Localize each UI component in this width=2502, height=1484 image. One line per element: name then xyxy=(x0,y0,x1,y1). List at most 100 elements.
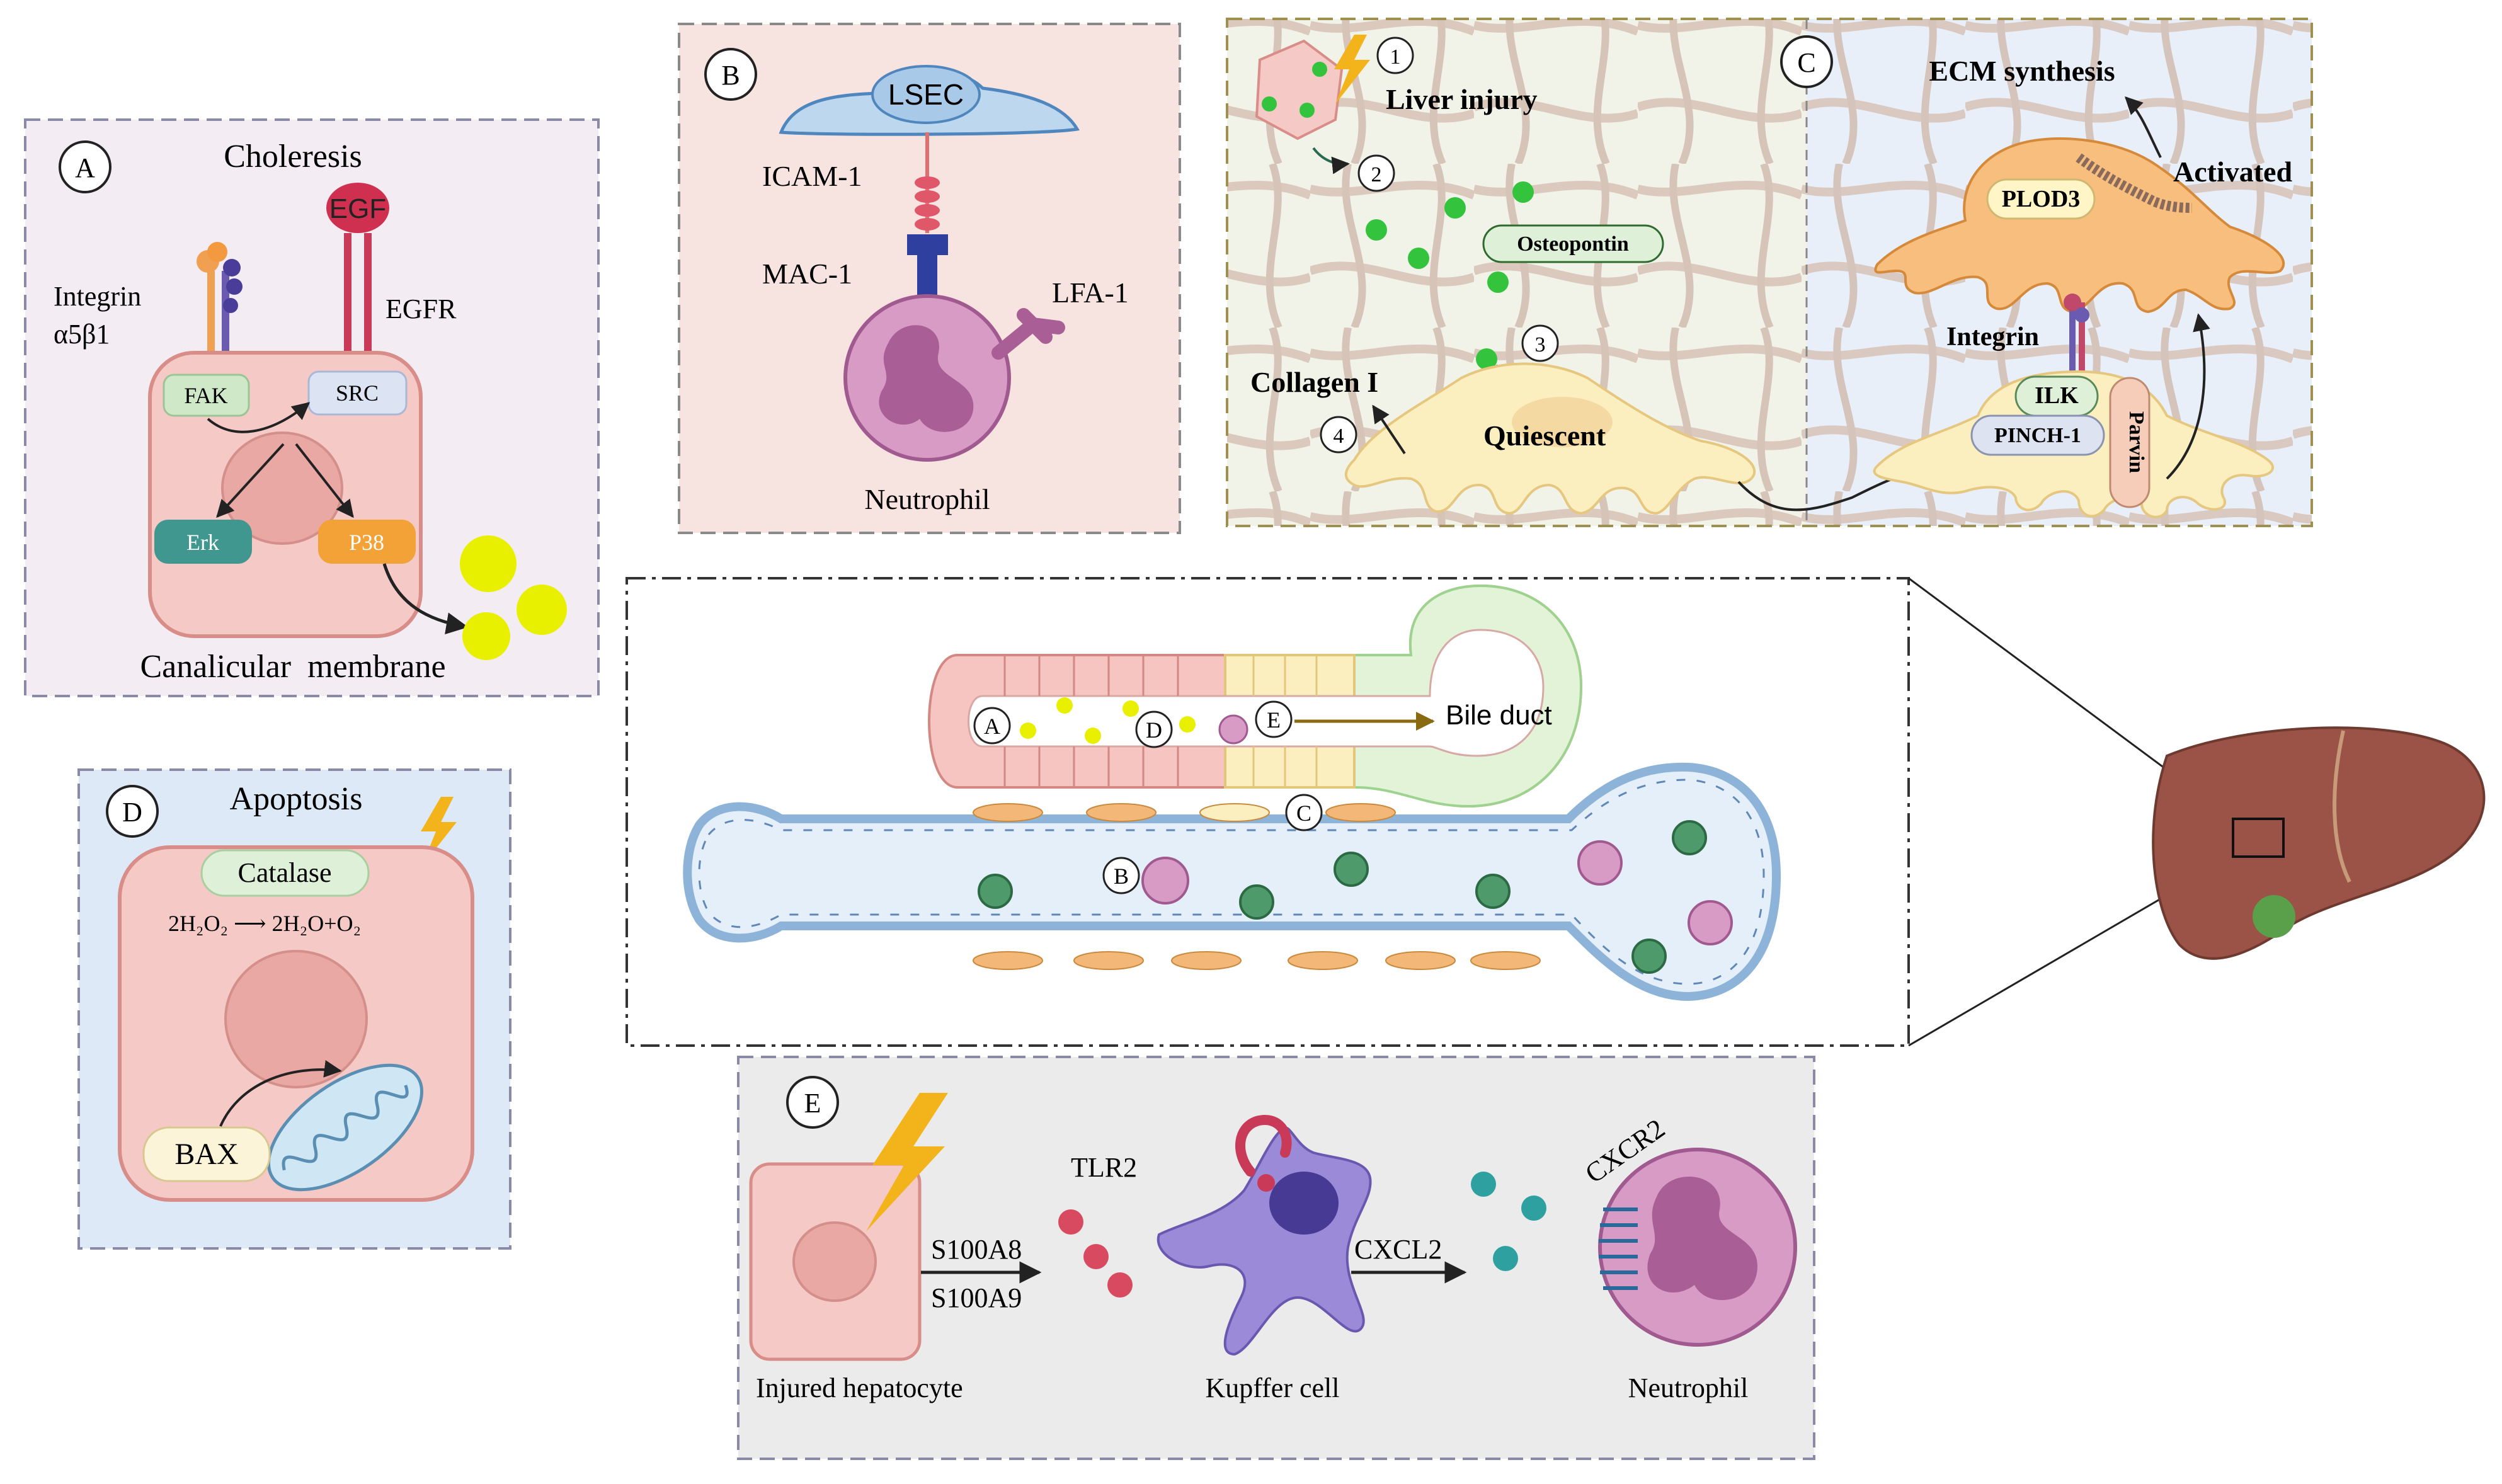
fak-to-src-arrow xyxy=(207,402,311,433)
panel-c-badge xyxy=(1780,35,1833,88)
icam-1-label: ICAM-1 xyxy=(762,160,862,192)
parvin-tag xyxy=(2109,377,2151,508)
epithelial-cell-divisions xyxy=(1003,655,1318,787)
liver-injury-label: Liver injury xyxy=(1386,83,1538,115)
p38-label: P38 xyxy=(349,530,384,555)
s100-dot xyxy=(1107,1272,1133,1298)
step-4-label: 4 xyxy=(1334,425,1344,448)
choleresis-title: Choleresis xyxy=(224,139,362,174)
tlr2-receptor xyxy=(1235,1115,1292,1177)
activated-stellate-cell xyxy=(1874,137,2285,314)
cxcr2-receptors xyxy=(1599,1207,1638,1290)
p38-secretion-arrow xyxy=(382,563,469,635)
feedback-arrow xyxy=(2166,313,2210,480)
icam-1-domain xyxy=(915,176,940,189)
marker-a xyxy=(973,707,1011,745)
nucleus xyxy=(224,950,368,1088)
egf-label: EGF xyxy=(329,193,386,224)
p38-protein xyxy=(318,520,416,564)
quiescent-label: Quiescent xyxy=(1483,420,1606,452)
panel-a-badge xyxy=(59,140,111,193)
bile-salt-dot xyxy=(1179,716,1196,733)
step-3-label: 3 xyxy=(1535,333,1546,357)
lsec-nucleus xyxy=(871,65,981,124)
step-3-marker xyxy=(1521,324,1559,362)
osteopontin-dot xyxy=(1312,62,1327,77)
cxcl2-dot xyxy=(1521,1196,1546,1221)
s100-dot xyxy=(1083,1244,1109,1269)
src-label: SRC xyxy=(336,380,379,406)
cxcl2-dot xyxy=(1493,1246,1518,1271)
icam-1-domain xyxy=(915,218,940,231)
s100a8-label: S100A8 xyxy=(931,1234,1022,1265)
catalase-label: Catalase xyxy=(237,857,331,888)
panel-c-frame xyxy=(1226,18,2313,527)
center-panel: A D E Bile duct B xyxy=(626,577,1910,1047)
bile-salt-dot xyxy=(1056,697,1073,714)
step-2-arrow xyxy=(1312,147,1350,174)
src-protein xyxy=(307,370,408,416)
panel-a-badge-label: A xyxy=(75,152,95,183)
panel-b: B LSEC ICAM-1 MAC-1 LFA-1 Neutrophil xyxy=(678,23,1181,534)
osteopontin-dot xyxy=(1262,96,1277,111)
pinch-1-tag xyxy=(1970,414,2105,456)
src-to-p38-arrow xyxy=(295,443,354,518)
step-4-marker xyxy=(1320,416,1357,454)
lightning-icon xyxy=(866,1093,948,1231)
ilk-label: ILK xyxy=(2035,382,2079,409)
bile-salt-dot xyxy=(460,535,517,592)
sinusoid-neutrophils xyxy=(1141,840,1733,945)
nucleus xyxy=(792,1221,877,1302)
ecm-arrow xyxy=(2125,96,2162,158)
liver-organ-icon xyxy=(2152,726,2486,960)
bile-salt-dot xyxy=(1085,728,1101,744)
stellate-cells-bottom xyxy=(973,951,1541,970)
step-1-marker xyxy=(1376,37,1414,74)
bax-tag xyxy=(142,1126,271,1182)
cxcl2-label: CXCL2 xyxy=(1354,1234,1442,1265)
lfa-1-label: LFA-1 xyxy=(1052,277,1129,309)
panel-b-badge xyxy=(704,48,757,101)
osteopontin-label: Osteopontin xyxy=(1517,232,1629,256)
lfa-1-receptor xyxy=(991,308,1065,360)
bax-label: BAX xyxy=(174,1138,238,1171)
lsec-label: LSEC xyxy=(888,78,964,111)
plod3-label: PLOD3 xyxy=(2002,186,2081,212)
panel-d-badge-label: D xyxy=(122,797,142,828)
lightning-icon xyxy=(1334,35,1370,104)
bile-duct-lumen xyxy=(968,629,1545,757)
erk-label: Erk xyxy=(186,530,219,555)
kupffer-nucleus xyxy=(1269,1172,1339,1235)
fak-protein xyxy=(163,374,250,417)
marker-d-label: D xyxy=(1146,717,1162,743)
icam-1-domain xyxy=(915,204,940,217)
tlr2-ligand xyxy=(1257,1174,1275,1192)
nucleus xyxy=(221,431,343,545)
fak-label: FAK xyxy=(184,383,227,408)
neutrophil-e-label: Neutrophil xyxy=(1628,1373,1749,1403)
stellate-cells-top xyxy=(973,803,1396,822)
mitochondrion-icon xyxy=(266,1063,424,1192)
marker-e xyxy=(1255,700,1293,738)
catalase-reaction: 2H₂O₂ ⟶ 2H₂O+O₂ xyxy=(168,911,361,936)
collagen-arrow xyxy=(1372,404,1406,455)
panel-d: D Apoptosis Catalase 2H₂O₂ ⟶ 2H₂O+O₂ BAX xyxy=(77,768,511,1250)
ecm-synthesis-label: ECM synthesis xyxy=(1929,55,2115,87)
panel-c-badge-label: C xyxy=(1797,47,1815,78)
panel-a: A Choleresis Integrin α5β1 EGF EGFR FAK … xyxy=(24,118,600,697)
marker-b-label: B xyxy=(1114,864,1129,889)
bile-salt-dot xyxy=(462,612,510,660)
plod3-tag xyxy=(1986,178,2096,220)
kupffer-cells xyxy=(978,820,1707,974)
step-2-label: 2 xyxy=(1371,163,1382,186)
liver-zoom-box xyxy=(2232,818,2285,858)
marker-c xyxy=(1285,794,1323,831)
neutrophil-label: Neutrophil xyxy=(864,483,990,515)
integrin-c-label: Integrin xyxy=(1946,322,2039,351)
integrin-receptor-icon xyxy=(2064,294,2089,378)
egf-ligand xyxy=(326,183,389,233)
step-1-label: 1 xyxy=(1390,45,1401,69)
mac-1-label: MAC-1 xyxy=(762,258,852,290)
neutrophil-nucleus xyxy=(1647,1176,1757,1300)
